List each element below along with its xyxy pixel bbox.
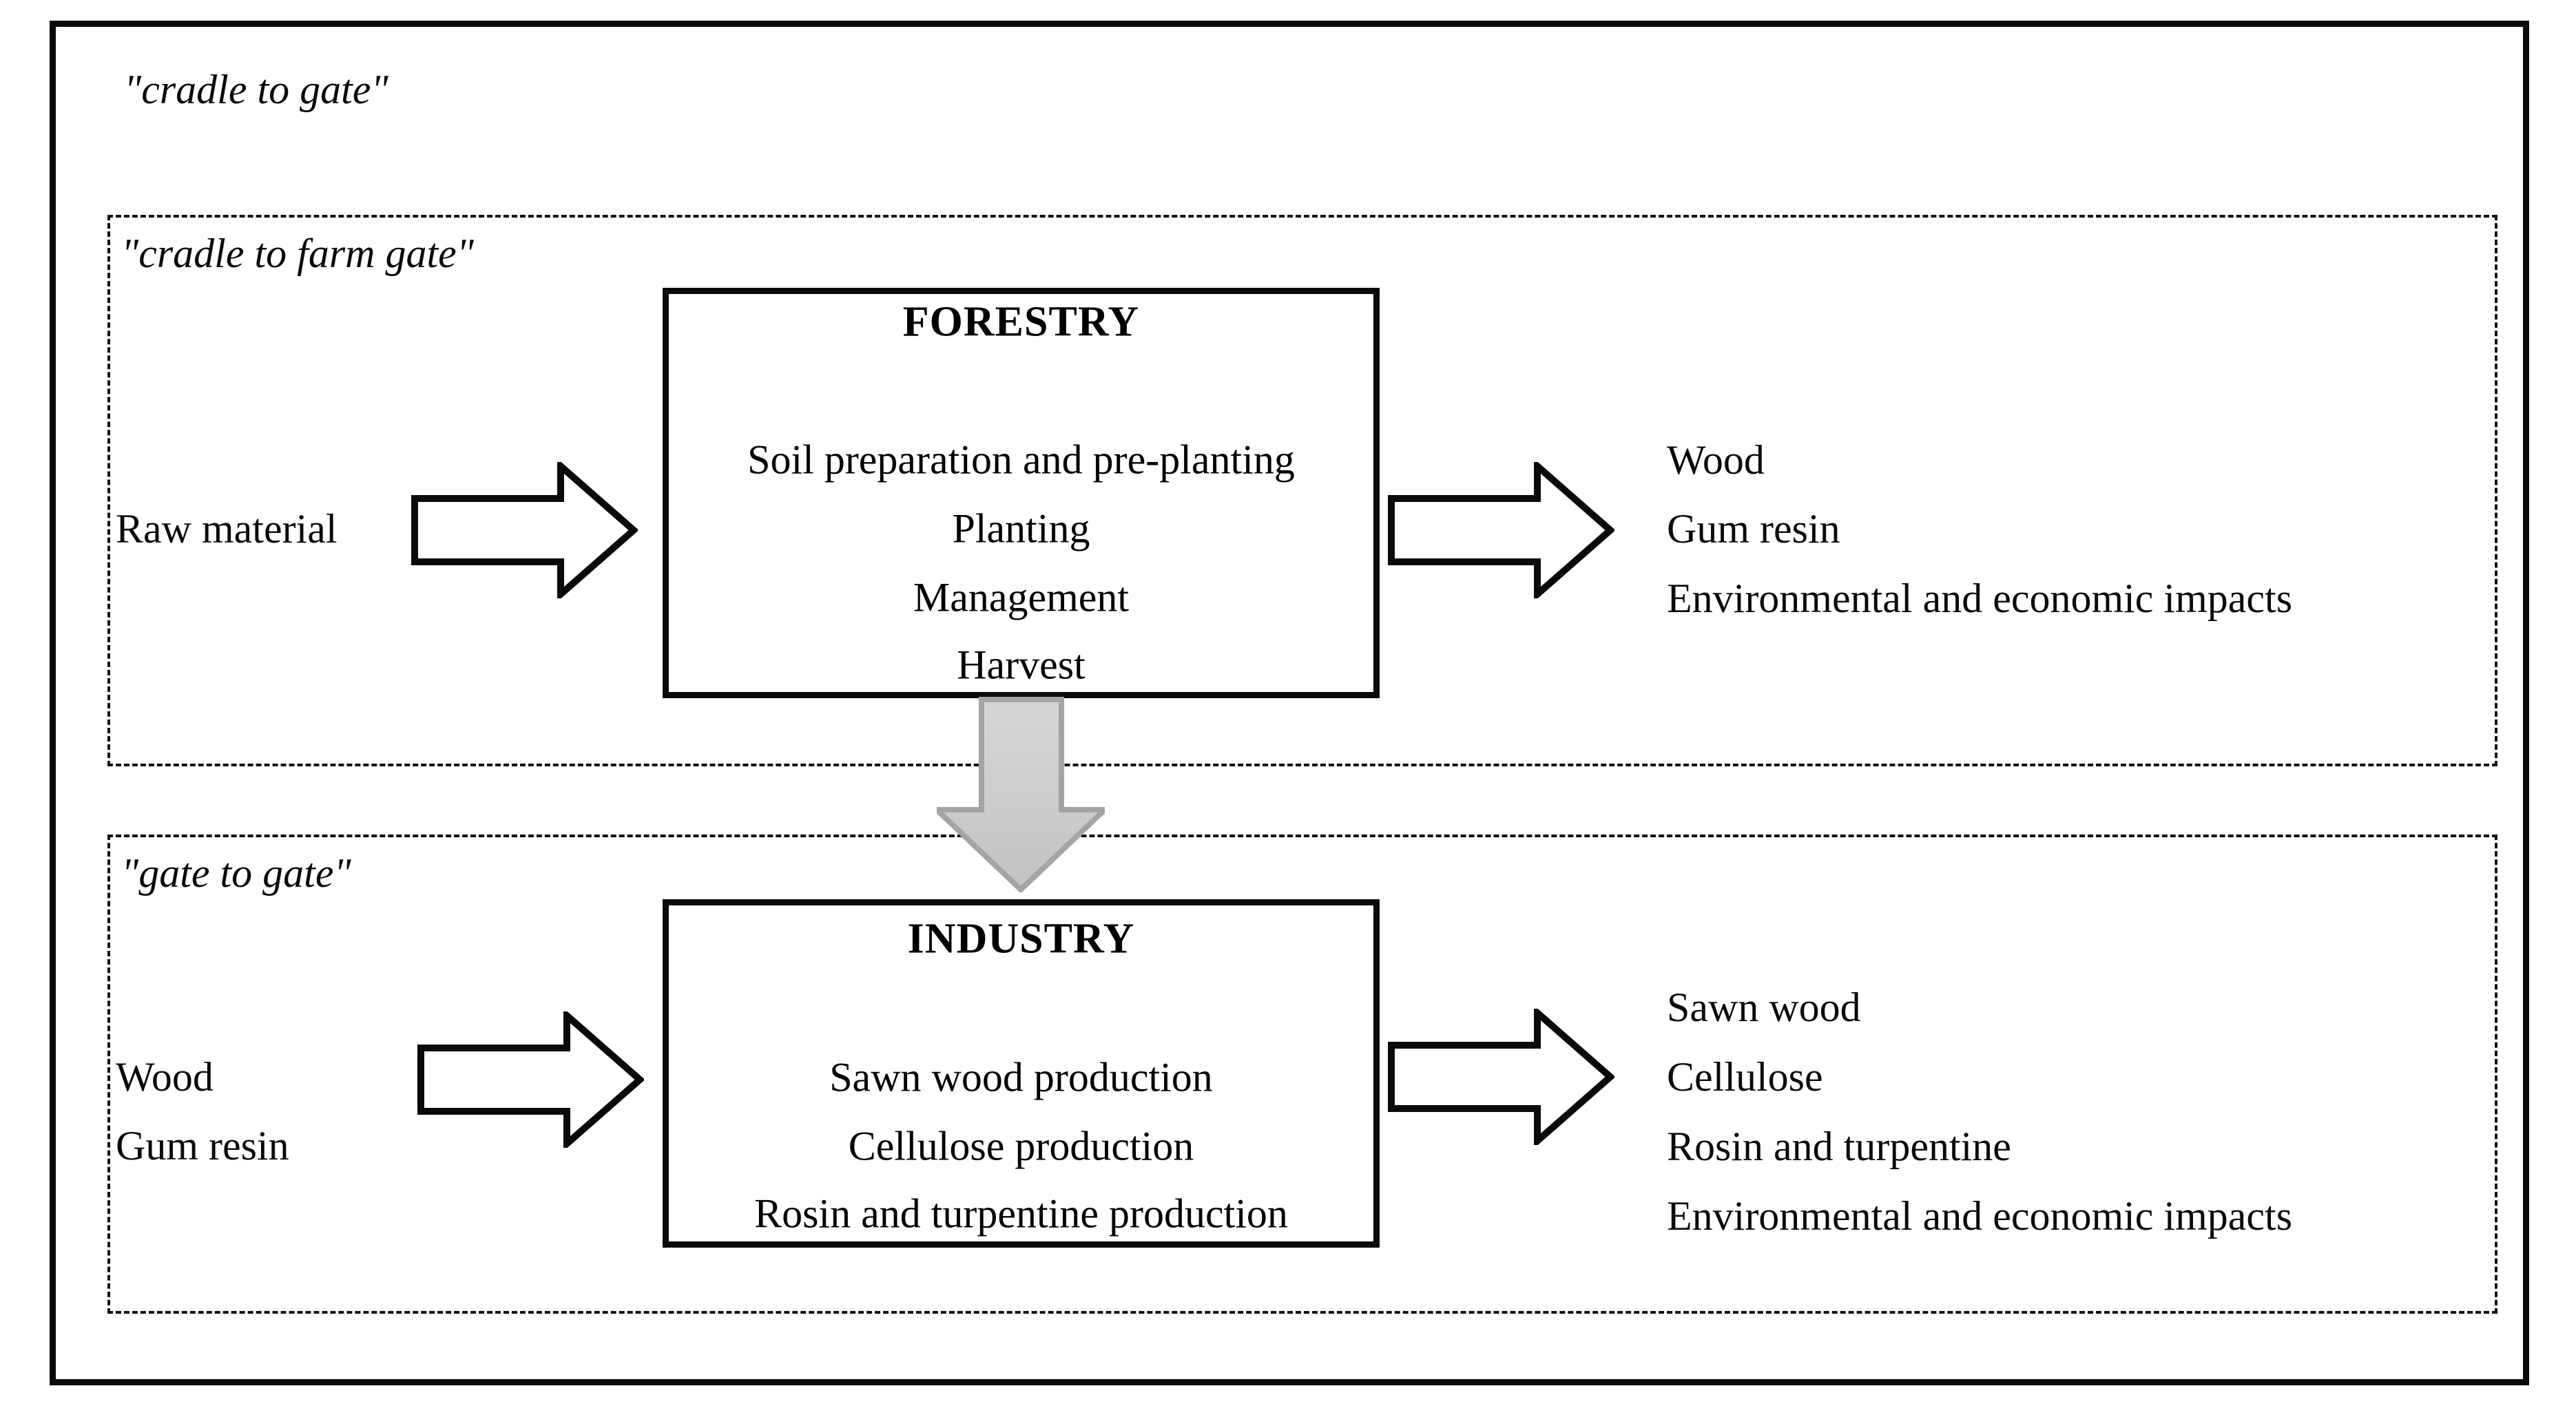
input-label-gum-resin: Gum resin [116, 1123, 289, 1169]
process-step-harvest: Harvest [957, 642, 1086, 688]
output-label-wood: Wood [1667, 437, 1765, 483]
process-step-cellulose-production: Cellulose production [848, 1123, 1194, 1169]
flow-arrow-right-icon [417, 1011, 644, 1148]
process-title-industry: INDUSTRY [907, 915, 1135, 963]
flow-arrow-right-icon [1388, 1009, 1614, 1145]
process-step-planting: Planting [952, 505, 1090, 552]
flow-arrow-right-icon [411, 462, 638, 598]
output-label-gum-resin: Gum resin [1667, 506, 1840, 552]
scope-label-gate-to-gate: "gate to gate" [121, 850, 351, 896]
process-title-forestry: FORESTRY [902, 298, 1140, 346]
input-label-raw-material: Raw material [116, 506, 337, 552]
scope-label-cradle-to-farm-gate: "cradle to farm gate" [121, 231, 474, 276]
scope-label-cradle-to-gate: "cradle to gate" [124, 67, 388, 112]
output-label-environmental-economic-impacts-2: Environmental and economic impacts [1667, 1193, 2293, 1239]
process-step-rosin-turpentine-production: Rosin and turpentine production [754, 1190, 1288, 1237]
stage-boundary-cradle-to-farm-gate: "cradle to farm gate" [107, 215, 2497, 766]
output-label-cellulose: Cellulose [1667, 1054, 1823, 1100]
flow-arrow-down-icon [937, 697, 1105, 892]
process-box-industry: INDUSTRY Sawn wood production Cellulose … [663, 899, 1380, 1248]
process-box-forestry: FORESTRY Soil preparation and pre-planti… [663, 288, 1380, 698]
process-step-sawn-wood-production: Sawn wood production [829, 1054, 1213, 1100]
output-label-environmental-economic-impacts: Environmental and economic impacts [1667, 576, 2293, 622]
process-step-management: Management [913, 574, 1130, 620]
process-step-soil-preparation: Soil preparation and pre-planting [747, 437, 1295, 483]
flow-arrow-right-icon [1388, 462, 1614, 598]
stage-boundary-gate-to-gate: "gate to gate" [107, 835, 2497, 1314]
input-label-wood: Wood [116, 1054, 214, 1100]
output-label-sawn-wood: Sawn wood [1667, 985, 1861, 1031]
output-label-rosin-turpentine: Rosin and turpentine [1667, 1124, 2011, 1170]
